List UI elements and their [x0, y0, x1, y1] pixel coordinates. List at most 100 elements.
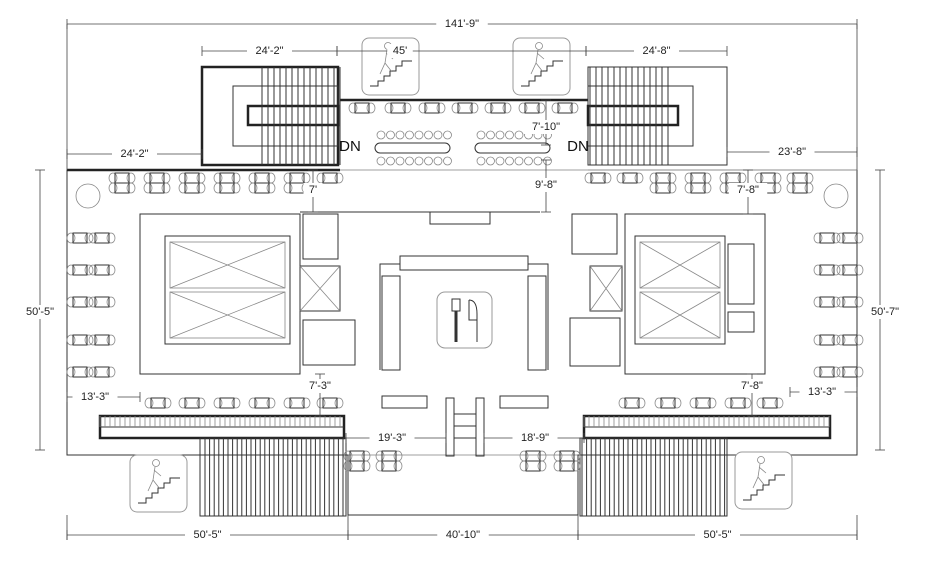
- table-with-chairs: [684, 182, 712, 194]
- table-with-chairs: [178, 172, 206, 184]
- stair-top-right: [586, 66, 728, 166]
- table-with-chairs: [88, 232, 116, 244]
- dimension-label: 24'-2": [255, 45, 283, 57]
- stair-direction-label: DN: [567, 138, 589, 155]
- table-with-chairs: [66, 296, 94, 308]
- table-with-chairs: [88, 264, 116, 276]
- table-with-chairs: [813, 334, 841, 346]
- core-right: [569, 213, 766, 375]
- stairs-up-icon: [512, 37, 571, 96]
- table-with-chairs: [616, 172, 644, 184]
- dimension-label: 19'-3": [378, 432, 406, 444]
- table-with-chairs: [813, 366, 841, 378]
- table-with-chairs: [553, 460, 581, 472]
- banquette: [374, 130, 452, 166]
- table-with-chairs: [144, 397, 172, 409]
- table-with-chairs: [649, 172, 677, 184]
- table-with-chairs: [836, 366, 864, 378]
- dimension-label: 7'-3": [309, 380, 331, 392]
- round-table: [75, 183, 101, 209]
- dimension-label: 7': [309, 184, 317, 196]
- table-with-chairs: [786, 182, 814, 194]
- stairs-up-icon: [734, 451, 793, 510]
- table-with-chairs: [248, 397, 276, 409]
- table-with-chairs: [88, 296, 116, 308]
- table-with-chairs: [484, 102, 512, 114]
- table-with-chairs: [551, 102, 579, 114]
- dimension-label: 7'-10": [532, 121, 560, 133]
- table-with-chairs: [836, 296, 864, 308]
- restaurant-icon: [436, 291, 493, 349]
- table-with-chairs: [343, 460, 371, 472]
- table-with-chairs: [654, 397, 682, 409]
- dimension-label: 45': [393, 45, 407, 57]
- table-with-chairs: [719, 172, 747, 184]
- table-with-chairs: [66, 232, 94, 244]
- table-with-chairs: [66, 264, 94, 276]
- stair-direction-label: DN: [339, 138, 361, 155]
- table-with-chairs: [519, 450, 547, 462]
- table-with-chairs: [213, 397, 241, 409]
- table-with-chairs: [836, 264, 864, 276]
- table-with-chairs: [813, 232, 841, 244]
- table-with-chairs: [143, 172, 171, 184]
- dimension-label: 23'-8": [778, 146, 806, 158]
- dimension-label: 50'-5": [193, 529, 221, 541]
- dimension-label: 9'-8": [535, 179, 557, 191]
- table-with-chairs: [88, 366, 116, 378]
- stairs-up-icon: [129, 454, 188, 513]
- table-with-chairs: [108, 182, 136, 194]
- dimension-label: 13'-3": [808, 386, 836, 398]
- table-with-chairs: [143, 182, 171, 194]
- table-with-chairs: [213, 182, 241, 194]
- table-with-chairs: [283, 172, 311, 184]
- stair-treads: [589, 67, 669, 165]
- dimension-label: 24'-8": [642, 45, 670, 57]
- table-with-chairs: [178, 397, 206, 409]
- table-with-chairs: [248, 182, 276, 194]
- dimension-label: 13'-3": [81, 391, 109, 403]
- table-with-chairs: [754, 172, 782, 184]
- banquette: [474, 130, 552, 166]
- table-with-chairs: [836, 232, 864, 244]
- dimension-label: 7'-8": [737, 184, 759, 196]
- table-with-chairs: [348, 102, 376, 114]
- table-with-chairs: [375, 460, 403, 472]
- table-with-chairs: [213, 172, 241, 184]
- table-with-chairs: [108, 172, 136, 184]
- table-with-chairs: [689, 397, 717, 409]
- table-with-chairs: [786, 172, 814, 184]
- table-with-chairs: [813, 296, 841, 308]
- dimension-label: 50'-7": [871, 306, 899, 318]
- escalator-bottom-right: [579, 414, 832, 517]
- table-with-chairs: [316, 397, 344, 409]
- table-with-chairs: [384, 102, 412, 114]
- seating: [66, 102, 864, 472]
- table-with-chairs: [178, 182, 206, 194]
- table-with-chairs: [316, 172, 344, 184]
- table-with-chairs: [283, 397, 311, 409]
- table-with-chairs: [519, 460, 547, 472]
- table-with-chairs: [66, 366, 94, 378]
- floor-boundary: [66, 170, 858, 516]
- table-with-chairs: [451, 102, 479, 114]
- core-left: [139, 213, 356, 375]
- dimension-label: 7'-8": [741, 380, 763, 392]
- dimension-label: 50'-5": [26, 306, 54, 318]
- table-with-chairs: [724, 397, 752, 409]
- stair-treads: [261, 67, 341, 165]
- dimension-label: 50'-5": [703, 529, 731, 541]
- table-with-chairs: [375, 450, 403, 462]
- dimension-label: 24'-2": [120, 148, 148, 160]
- table-with-chairs: [813, 264, 841, 276]
- table-with-chairs: [248, 172, 276, 184]
- round-table: [823, 183, 849, 209]
- table-with-chairs: [518, 102, 546, 114]
- table-with-chairs: [418, 102, 446, 114]
- dimension-label: 141'-9": [445, 18, 479, 30]
- dimension-label: 18'-9": [521, 432, 549, 444]
- stair-treads: [204, 438, 344, 516]
- table-with-chairs: [88, 334, 116, 346]
- table-with-chairs: [649, 182, 677, 194]
